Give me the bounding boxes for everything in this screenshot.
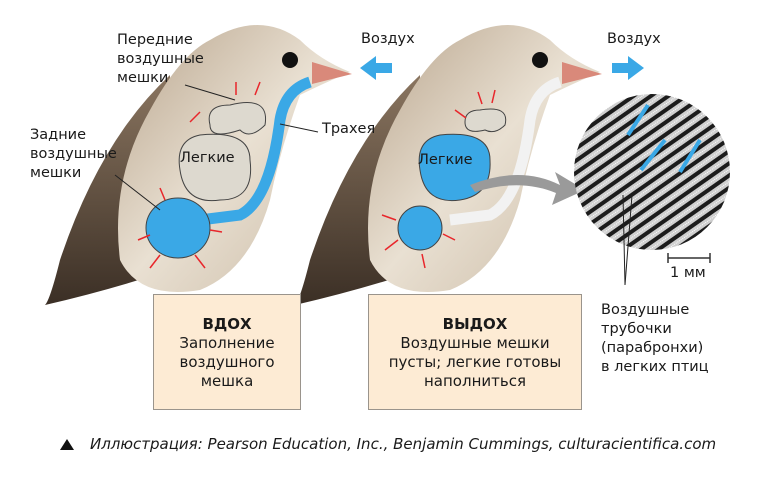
bird-inhale: [45, 25, 352, 305]
label-line: мешки: [117, 70, 169, 86]
credit-caption: Иллюстрация: Pearson Education, Inc., Be…: [60, 435, 716, 453]
label-line: Задние: [30, 127, 87, 143]
airflow-arrows: [626, 103, 702, 174]
box-line: пусты; легкие готовы: [388, 353, 562, 371]
lung: [178, 133, 252, 202]
bird-exhale: [295, 25, 602, 305]
eye: [532, 52, 548, 68]
scale-label: 1 мм: [670, 265, 706, 281]
box-line: мешка: [200, 372, 254, 390]
air-in-label: Воздух: [361, 31, 415, 47]
pointer-line: [279, 123, 319, 133]
exhale-box: ВЫДОХ Воздушные мешки пусты; легкие гото…: [368, 294, 582, 410]
label-line: в легких птиц: [601, 359, 709, 375]
parabronchi-label: Воздушные трубочки (парабронхи) в легких…: [601, 301, 709, 377]
caption-text: Иллюстрация: Pearson Education, Inc., Be…: [90, 435, 717, 453]
front-air-sac: [208, 102, 267, 135]
beak: [312, 62, 352, 84]
contraction-arrows: [381, 89, 496, 269]
pointer-line: [184, 84, 236, 101]
air-out-label: Воздух: [607, 31, 661, 47]
parabronchi-micrograph: [574, 94, 730, 286]
trachea-tube: [199, 76, 312, 226]
scale-bar: [667, 253, 711, 263]
rear-air-sac: [397, 205, 443, 251]
front-air-sac: [464, 108, 507, 133]
label-line: воздушные: [30, 146, 117, 162]
box-line: наполниться: [424, 372, 526, 390]
trachea-label: Трахея: [322, 121, 376, 137]
box-line: Воздушные мешки: [400, 334, 550, 352]
trachea-tube: [449, 76, 562, 226]
pointer-line: [114, 174, 161, 211]
inhale-box: ВДОХ Заполнение воздушного мешка: [153, 294, 301, 410]
box-line: воздушного: [179, 353, 275, 371]
label-line: Передние: [117, 32, 193, 48]
lungs-label-exhale: Легкие: [418, 152, 473, 168]
lungs-label-inhale: Легкие: [180, 150, 235, 166]
inhale-title: ВДОХ: [202, 315, 252, 333]
label-line: трубочки: [601, 321, 672, 337]
triangle-icon: [60, 439, 74, 450]
label-line: Воздушные: [601, 302, 690, 318]
label-line: мешки: [30, 165, 82, 181]
rear-air-sacs-label: Задние воздушные мешки: [30, 126, 117, 183]
eye: [282, 52, 298, 68]
lung: [418, 133, 491, 202]
beak: [562, 62, 602, 84]
front-air-sacs-label: Передние воздушные мешки: [117, 31, 204, 88]
expansion-arrows: [137, 81, 261, 269]
air-in-arrow-icon: [360, 56, 392, 80]
exhale-title: ВЫДОХ: [442, 315, 508, 333]
magnify-arrow: [470, 172, 585, 205]
label-line: (парабронхи): [601, 340, 704, 356]
label-line: воздушные: [117, 51, 204, 67]
air-out-arrow-icon: [612, 56, 644, 80]
box-line: Заполнение: [179, 334, 275, 352]
rear-air-sac: [145, 197, 211, 259]
